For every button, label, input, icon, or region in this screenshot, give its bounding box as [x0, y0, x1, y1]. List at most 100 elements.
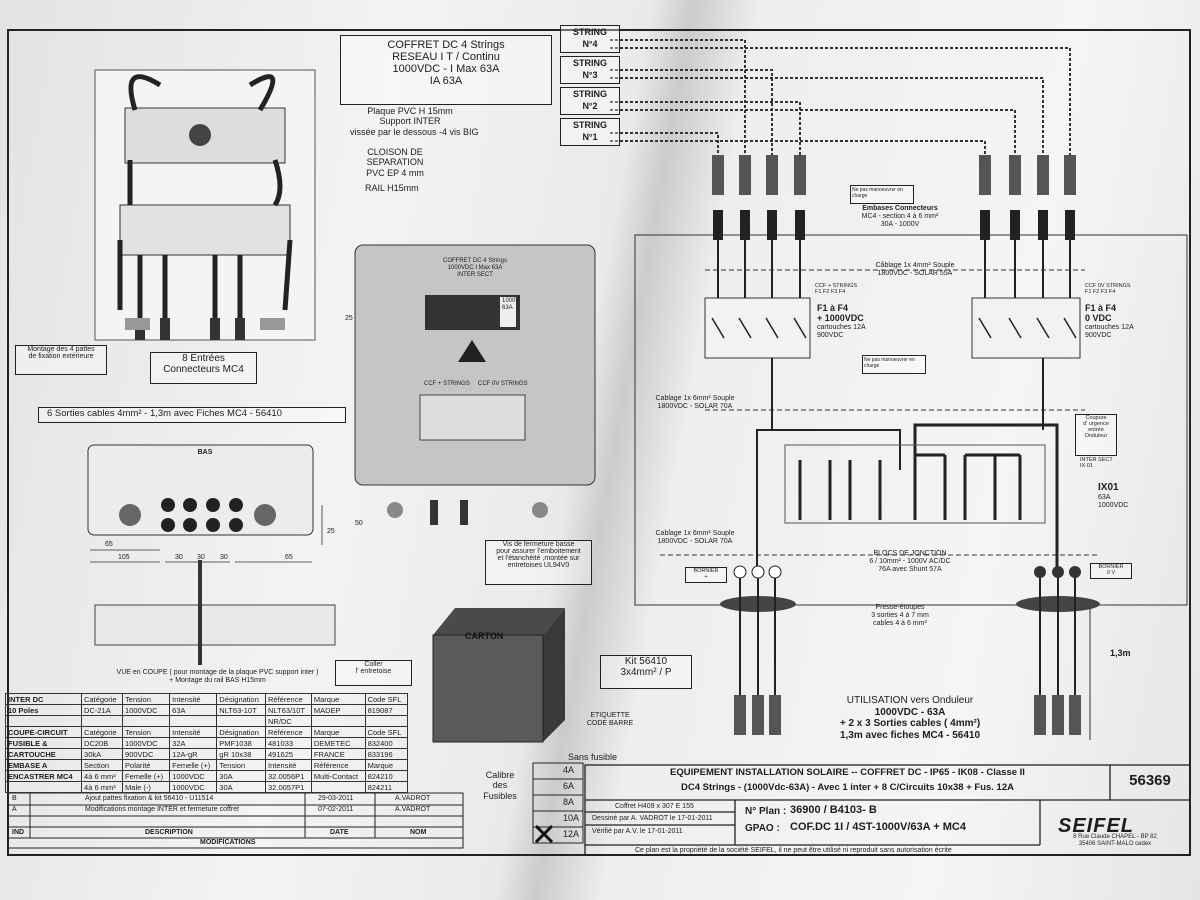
gpao-label: GPAO : [745, 823, 780, 834]
gpao-code: COF.DC 1I / 4ST-1000V/63A + MC4 [790, 821, 966, 833]
bom-cell: NLT63/10T [265, 704, 312, 716]
bom-cell: Male (-) [122, 781, 171, 793]
bom-cell: Section [81, 759, 124, 771]
revision-date: 07-02-2011 [318, 806, 354, 813]
note-presse-2: 3 sorties 4 à 7 mm [871, 612, 929, 620]
bom-cell: NLT63-10T [216, 704, 267, 716]
fuse-holders [119, 204, 291, 256]
bornier-pos-1: BORNIER [693, 568, 719, 574]
label-calibre-3: Fusibles [483, 790, 517, 801]
rev-header-mods: MODIFICATIONS [200, 839, 256, 846]
bom-cell: Tension [122, 693, 171, 705]
note-vis-1: Vis de fermeture basse [502, 541, 575, 548]
bom-cell: Intensité [169, 726, 218, 738]
note-cloison-1: CLOISON DE [367, 147, 423, 157]
fuses-pos-2: + 1000VDC [817, 313, 864, 324]
photo-ccf-pos: CCF + STRINGS [424, 381, 470, 387]
note-kit: Kit 56410 3x4mm² / P [600, 655, 692, 689]
ccf-pos-1: CCF + STRINGS [815, 283, 858, 289]
ix01-name: IX01 [1098, 482, 1119, 493]
bom-cell: 1000VDC [122, 737, 171, 749]
label-sans-fusible: Sans fusible [568, 752, 618, 762]
bom-cell: FRANCE [310, 748, 366, 760]
note-cablage70b-1: Cablage 1x 6mm² Souple [655, 530, 735, 537]
bom-cell [310, 715, 366, 727]
note-plaque-3: vissée par le dessous -4 vis BIG [350, 126, 479, 137]
bornier-neg: BORNIER 0 V [1090, 563, 1132, 579]
note-blocs: BLOCS DE JONCTION 6 / 10mm² - 1000V AC/D… [850, 550, 970, 574]
note-plaque-1: Plaque PVC H 15mm [367, 106, 453, 116]
note-cloison: CLOISON DE SEPARATION PVC EP 4 mm [350, 147, 440, 178]
title-block-line1: EQUIPEMENT INSTALLATION SOLAIRE -- COFFR… [670, 767, 1025, 778]
bom-cell: Tension [216, 759, 267, 771]
bom-cell: Intensité [265, 759, 312, 771]
bom-cell: Polarité [122, 759, 171, 771]
closed-box-photo [354, 244, 596, 486]
title-note-line3: 1000VDC - I Max 63A [392, 63, 500, 75]
terminal-rings [733, 565, 782, 579]
note-vis-2: pour assurer l'emboitement [496, 548, 581, 555]
bom-cell: 30A [216, 781, 267, 793]
title-note-line2: RESEAU I T / Continu [392, 51, 500, 63]
bom-cell: Multi-Contact [310, 770, 366, 782]
title-note-line4: IA 63A [429, 75, 463, 87]
note-vue: VUE en COUPE ( pour montage de la plaque… [100, 669, 335, 685]
note-etiquette-1: ETIQUETTE [590, 712, 630, 719]
revision-desc: Modifications montage INTER et fermeture… [85, 806, 239, 813]
inter-sect-label: INTER SECT IX 01 [1080, 457, 1113, 470]
bom-cell: 481033 [265, 737, 312, 749]
bom-cell: DEMETEC [310, 737, 366, 749]
dim-105: 105 [118, 554, 130, 561]
revision-ind: B [12, 795, 17, 802]
bom-cell [216, 715, 267, 727]
bom-cell: Tension [122, 726, 171, 738]
rev-header-desc: DESCRIPTION [145, 829, 193, 836]
bom-cell: Code SFL [364, 726, 409, 738]
fuses-neg-4: 900VDC [1085, 331, 1112, 339]
plan-number: 36900 / B4103- B [790, 804, 877, 816]
bom-cell: Intensité [169, 693, 218, 705]
note-cloison-2: SEPARATION [366, 157, 424, 168]
note-utilisation: UTILISATION vers Onduleur 1000VDC - 63A … [810, 695, 1010, 741]
fuses-pos-3: cartouches 12A [817, 323, 866, 331]
coffret-size: Coffret H409 x 307 E 155 [615, 803, 694, 810]
terminal-rings-neg [1034, 566, 1081, 578]
revision-date: 29-03-2011 [318, 795, 354, 802]
bom-cell: 30kA [81, 748, 124, 760]
rev-header-ind: IND [12, 829, 25, 836]
note-entrees-2: Connecteurs MC4 [163, 364, 244, 375]
ccf-pos-2: F1 F2 F3 F4 [815, 289, 846, 296]
note-blocs-2: 6 / 10mm² - 1000V AC/DC [869, 558, 951, 566]
note-cablage70a-1: Cablage 1x 6mm² Souple [655, 395, 735, 402]
bom-cell: Référence [265, 726, 312, 738]
dim-65a: 65 [105, 541, 113, 548]
note-cablage70b: Cablage 1x 6mm² Souple 1800VDC - SOLAR 7… [640, 530, 750, 546]
string-wires [610, 39, 1071, 155]
bom-cell: Marque [310, 693, 366, 705]
label-carton: CARTON [465, 631, 504, 641]
photo-switch-2: 63A [502, 304, 513, 311]
note-entrees: 8 Entrées Connecteurs MC4 [150, 352, 257, 384]
bom-cell [4, 781, 83, 793]
bom-cell: EMBASE A [4, 759, 83, 771]
mc4-input-connectors [125, 318, 285, 340]
revision-nom: A.VADROT [395, 806, 431, 813]
carton-front [432, 634, 544, 743]
note-montage: Montage des 4 pattes de fixation extérie… [15, 345, 107, 375]
bom-cell: 824211 [364, 781, 409, 793]
switch-poles [798, 453, 1022, 520]
fuse-calibre-3: 10A [563, 813, 580, 823]
company-logo: SEIFEL [1058, 815, 1135, 837]
cable-length: 1,3m [1110, 648, 1131, 658]
bom-cell: 32.0056P1 [265, 770, 312, 782]
internal-cables [117, 74, 293, 320]
bom-cell: 1000VDC [122, 704, 171, 716]
note-presse-3: cables 4 à 6 mm² [873, 620, 927, 628]
fuse-symbols [711, 317, 1077, 339]
note-cablage70a: Cablage 1x 6mm² Souple 1800VDC - SOLAR 7… [640, 395, 750, 411]
dim-25b: 25 [327, 528, 335, 535]
